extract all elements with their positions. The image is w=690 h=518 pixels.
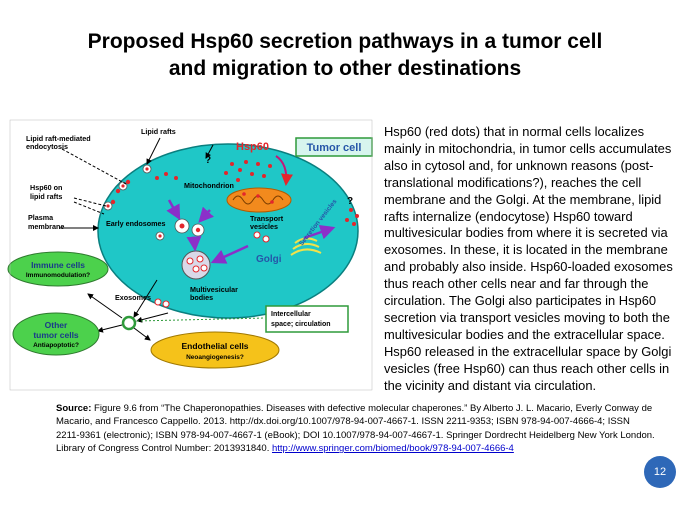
label-lipid-raft-endocytosis-1: Lipid raft-mediated [26, 134, 91, 143]
label-neoangiogenesis: Neoangiogenesis? [186, 354, 244, 361]
label-plasma-membrane-1: Plasma [28, 213, 54, 222]
slide-title-line-1: Proposed Hsp60 secretion pathways in a t… [87, 30, 603, 53]
label-lipid-raft-endocytosis-2: endocytosis [26, 142, 68, 151]
label-tumor-cell: Tumor cell [307, 142, 362, 154]
label-immune-cells: Immune cells [31, 260, 85, 270]
question-mark-right: ? [347, 196, 353, 207]
hsp60-dots [110, 160, 359, 226]
label-early-endosomes: Early endosomes [106, 219, 166, 228]
hsp60-pathway-diagram: Lipid raft-mediated endocytosis Lipid ra… [0, 118, 380, 393]
label-intercellular-2: space; circulation [271, 321, 331, 328]
multivesicular-body [181, 250, 211, 280]
label-transport-vesicles-1: Transport [250, 214, 284, 223]
label-other-tumor-1: Other [45, 320, 68, 330]
source-link[interactable]: http://www.springer.com/biomed/book/978-… [271, 443, 514, 455]
label-golgi: Golgi [256, 254, 282, 265]
label-leader-lines [60, 137, 214, 231]
label-endothelial: Endothelial cells [181, 341, 248, 351]
label-immunomodulation: Immunomodulation? [26, 272, 90, 279]
tumor-cell-body [97, 143, 359, 319]
label-plasma-membrane-2: membrane [28, 222, 64, 231]
label-other-tumor-2: tumor cells [33, 330, 79, 340]
label-hsp60-on-rafts-1: Hsp60 on [30, 183, 62, 192]
description-text: Hsp60 (red dots) that in normal cells lo… [384, 124, 673, 393]
diagram-border [9, 119, 373, 391]
label-multivesicular-2: bodies [190, 293, 213, 302]
label-multivesicular-1: Multivesicular [190, 285, 238, 294]
exosome-vesicles [154, 298, 170, 308]
tumor-cell-box: Tumor cell [295, 137, 373, 157]
label-exosomes: Exosomes [115, 293, 151, 302]
other-tumor-cells-node: Other tumor cells Antiapoptotic? [12, 312, 100, 356]
immune-cells-node: Immune cells Immunomodulation? [7, 251, 109, 287]
page-number-badge: 12 [644, 456, 676, 488]
purple-pathway-arrows [166, 199, 336, 264]
exosome-hub [87, 279, 266, 341]
slide-title-line-2: and migration to other destinations [168, 57, 522, 80]
label-intercellular-1: Intercellular [271, 311, 311, 318]
label-hsp60: Hsp60 [236, 141, 269, 153]
slide-title: Proposed Hsp60 secretion pathways in a t… [20, 28, 670, 82]
label-lipid-rafts: Lipid rafts [141, 127, 176, 136]
source-citation: Source: Figure 9.6 from “The Chaperonopa… [56, 402, 656, 456]
label-antiapoptotic: Antiapoptotic? [33, 342, 79, 349]
label-hsp60-on-rafts-2: lipid rafts [30, 192, 62, 201]
endothelial-cells-node: Endothelial cells Neoangiogenesis? [150, 331, 280, 369]
lipid-rafts-on-membrane [103, 164, 165, 241]
intercellular-space-box: Intercellular space; circulation [265, 305, 349, 333]
question-mark-top: ? [205, 155, 211, 166]
source-label: Source: [56, 403, 92, 414]
transport-vesicles [253, 231, 270, 243]
source-text: Figure 9.6 from “The Chaperonopathies. D… [56, 403, 655, 455]
label-transport-vesicles-2: vesicles [250, 222, 278, 231]
hsp60-arrow [275, 155, 293, 186]
mitochondrion-shape [226, 187, 292, 213]
label-mitochondrion: Mitochondrion [184, 181, 234, 190]
